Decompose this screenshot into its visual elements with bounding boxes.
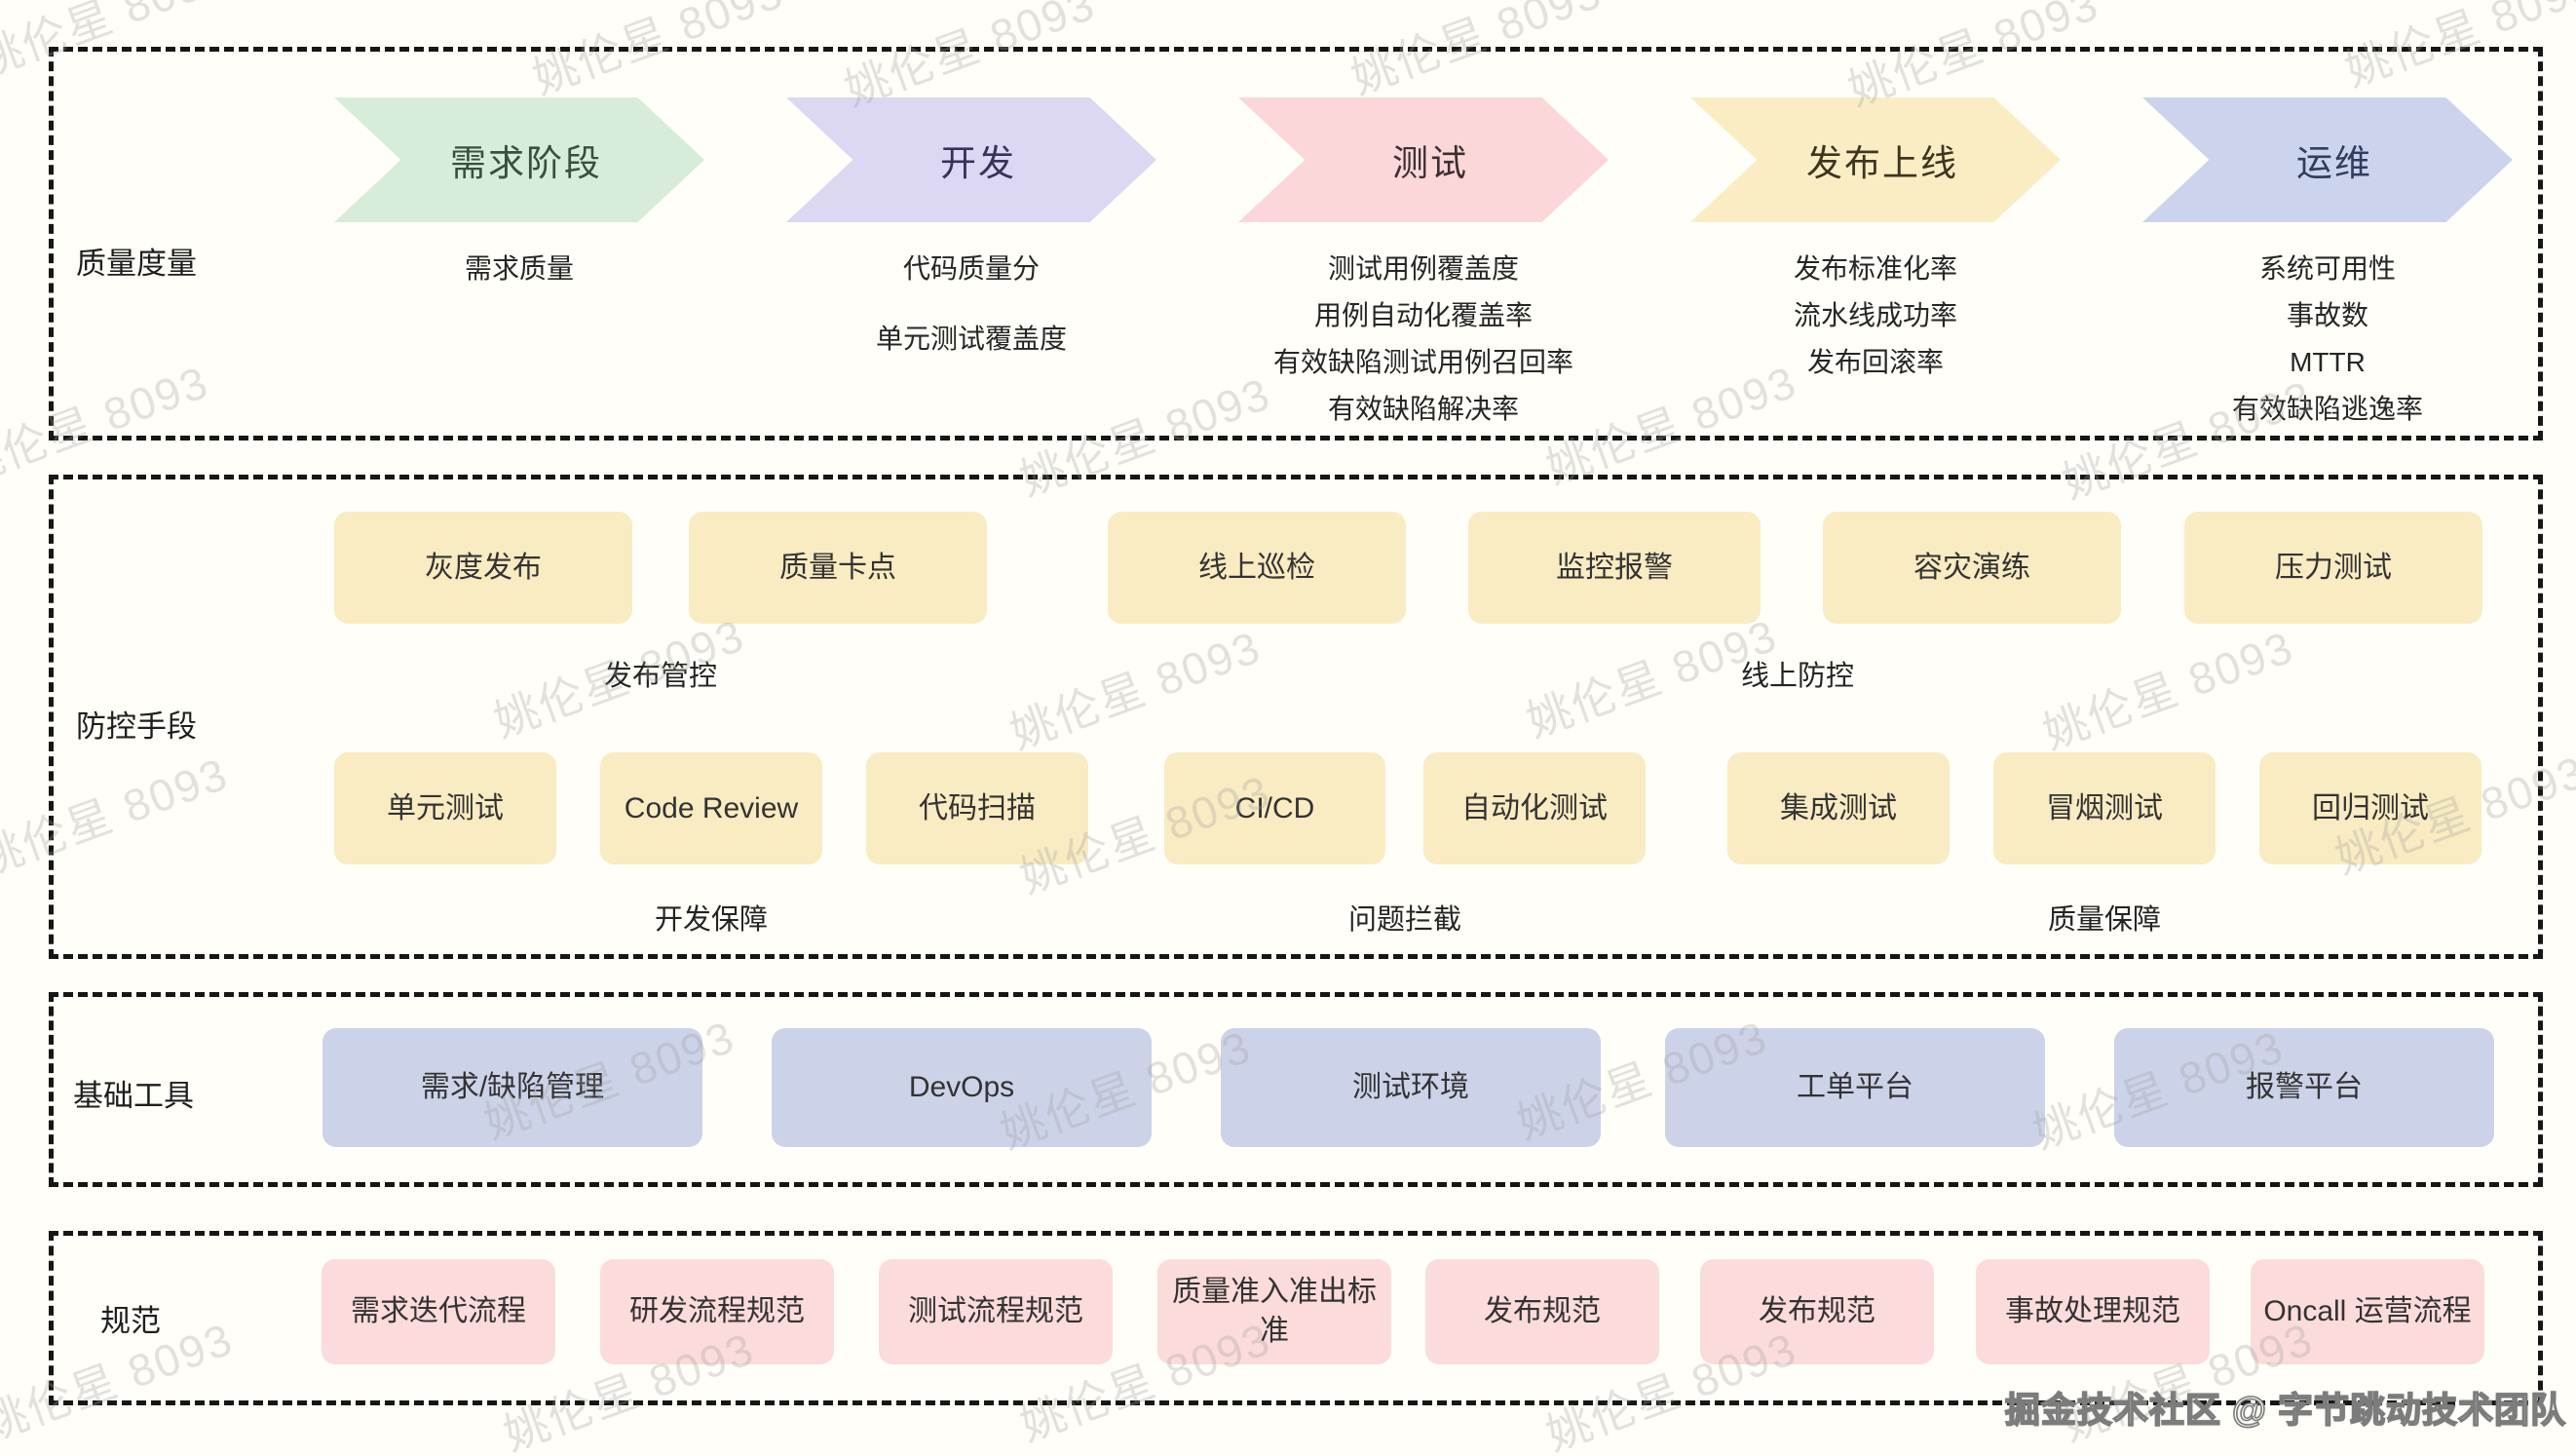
stage-title-requirements: 需求阶段 xyxy=(450,143,602,183)
standard-box-release-spec-1: 发布规范 xyxy=(1425,1259,1659,1364)
metric-item: 有效缺陷逃逸率 xyxy=(2231,394,2423,424)
metric-item: 有效缺陷测试用例召回率 xyxy=(1272,347,1573,377)
metric-item: 流水线成功率 xyxy=(1793,300,1957,330)
metric-item: 单元测试覆盖度 xyxy=(875,324,1067,354)
group-label-online-control: 线上防控 xyxy=(1740,661,1855,692)
control-box-disaster-drill: 容灾演练 xyxy=(1823,512,2121,624)
stage-title-operations: 运维 xyxy=(2296,143,2372,183)
stage-arrow-requirements: 需求阶段 xyxy=(334,97,704,222)
standard-box-dev-process: 研发流程规范 xyxy=(600,1259,834,1364)
standard-box-requirement-iteration: 需求迭代流程 xyxy=(322,1259,555,1364)
metric-item: 发布标准化率 xyxy=(1793,253,1957,284)
section-quality-metrics: 质量度量 需求阶段 开发 测试 发布上线 运维 需求质量 代码质量分 单元测试覆… xyxy=(49,47,2543,441)
metric-item: MTTR xyxy=(2290,347,2366,377)
section-standards: 规范 需求迭代流程 研发流程规范 测试流程规范 质量准入准出标准 发布规范 发布… xyxy=(49,1231,2543,1405)
section-label-standards: 规范 xyxy=(100,1304,161,1338)
control-box-regression-test: 回归测试 xyxy=(2259,752,2481,864)
control-box-unit-test: 单元测试 xyxy=(334,752,556,864)
metric-item: 有效缺陷解决率 xyxy=(1327,394,1519,424)
stage-title-testing: 测试 xyxy=(1392,143,1468,183)
metric-item: 用例自动化覆盖率 xyxy=(1313,300,1533,330)
standard-box-quality-entry-exit: 质量准入准出标准 xyxy=(1157,1259,1391,1364)
footer-credit: 掘金技术社区 @ 字节跳动技术团队 xyxy=(2004,1389,2566,1431)
metrics-testing: 测试用例覆盖度 用例自动化覆盖率 有效缺陷测试用例召回率 有效缺陷解决率 xyxy=(1238,246,1609,433)
metric-item: 需求质量 xyxy=(464,253,574,284)
section-label-prevention: 防控手段 xyxy=(76,709,197,744)
stage-title-development: 开发 xyxy=(940,143,1016,183)
metrics-operations: 系统可用性 事故数 MTTR 有效缺陷逃逸率 xyxy=(2142,246,2513,433)
control-box-smoke-test: 冒烟测试 xyxy=(1993,752,2216,864)
control-box-integration-test: 集成测试 xyxy=(1727,752,1950,864)
metric-item: 测试用例覆盖度 xyxy=(1327,253,1519,284)
metric-item: 代码质量分 xyxy=(902,253,1040,284)
control-box-code-scan: 代码扫描 xyxy=(866,752,1088,864)
section-label-quality-metrics: 质量度量 xyxy=(76,247,197,281)
standard-box-incident-handling: 事故处理规范 xyxy=(1976,1259,2210,1364)
section-prevention-controls: 防控手段 灰度发布 质量卡点 线上巡检 监控报警 容灾演练 压力测试 发布管控 … xyxy=(49,475,2543,959)
control-box-quality-gate: 质量卡点 xyxy=(689,512,987,624)
stage-title-release: 发布上线 xyxy=(1806,143,1958,183)
tool-box-devops: DevOps xyxy=(772,1028,1152,1147)
metrics-release: 发布标准化率 流水线成功率 发布回滚率 xyxy=(1690,246,2061,386)
control-box-stress-test: 压力测试 xyxy=(2184,512,2482,624)
section-label-basic-tools: 基础工具 xyxy=(73,1079,194,1113)
metric-item: 系统可用性 xyxy=(2258,253,2396,284)
control-box-automated-test: 自动化测试 xyxy=(1423,752,1646,864)
tool-box-alarm-platform: 报警平台 xyxy=(2114,1028,2494,1147)
metrics-requirements: 需求质量 xyxy=(334,246,704,292)
control-box-monitor-alarm: 监控报警 xyxy=(1468,512,1761,624)
group-label-dev-guarantee: 开发保障 xyxy=(654,904,769,936)
tool-box-requirement-defect-mgmt: 需求/缺陷管理 xyxy=(322,1028,702,1147)
standard-box-test-process: 测试流程规范 xyxy=(879,1259,1113,1364)
group-label-issue-interception: 问题拦截 xyxy=(1347,904,1462,936)
stage-arrow-operations: 运维 xyxy=(2142,97,2513,222)
stage-arrow-release: 发布上线 xyxy=(1690,97,2061,222)
standard-box-release-spec-2: 发布规范 xyxy=(1700,1259,1934,1364)
stage-arrow-testing: 测试 xyxy=(1238,97,1609,222)
stage-arrow-development: 开发 xyxy=(786,97,1156,222)
metric-item: 发布回滚率 xyxy=(1806,347,1944,377)
control-box-gray-release: 灰度发布 xyxy=(334,512,632,624)
control-box-online-patrol: 线上巡检 xyxy=(1108,512,1406,624)
standard-box-oncall-process: Oncall 运营流程 xyxy=(2251,1259,2484,1364)
group-label-release-control: 发布管控 xyxy=(603,661,718,692)
metrics-development: 代码质量分 单元测试覆盖度 xyxy=(786,246,1156,363)
section-basic-tools: 基础工具 需求/缺陷管理 DevOps 测试环境 工单平台 报警平台 xyxy=(49,992,2543,1187)
control-box-code-review: Code Review xyxy=(600,752,822,864)
tool-box-ticket-platform: 工单平台 xyxy=(1665,1028,2045,1147)
group-label-quality-guarantee: 质量保障 xyxy=(2047,904,2162,936)
tool-box-test-env: 测试环境 xyxy=(1221,1028,1601,1147)
metric-item: 事故数 xyxy=(2286,300,2368,330)
control-box-cicd: CI/CD xyxy=(1164,752,1385,864)
